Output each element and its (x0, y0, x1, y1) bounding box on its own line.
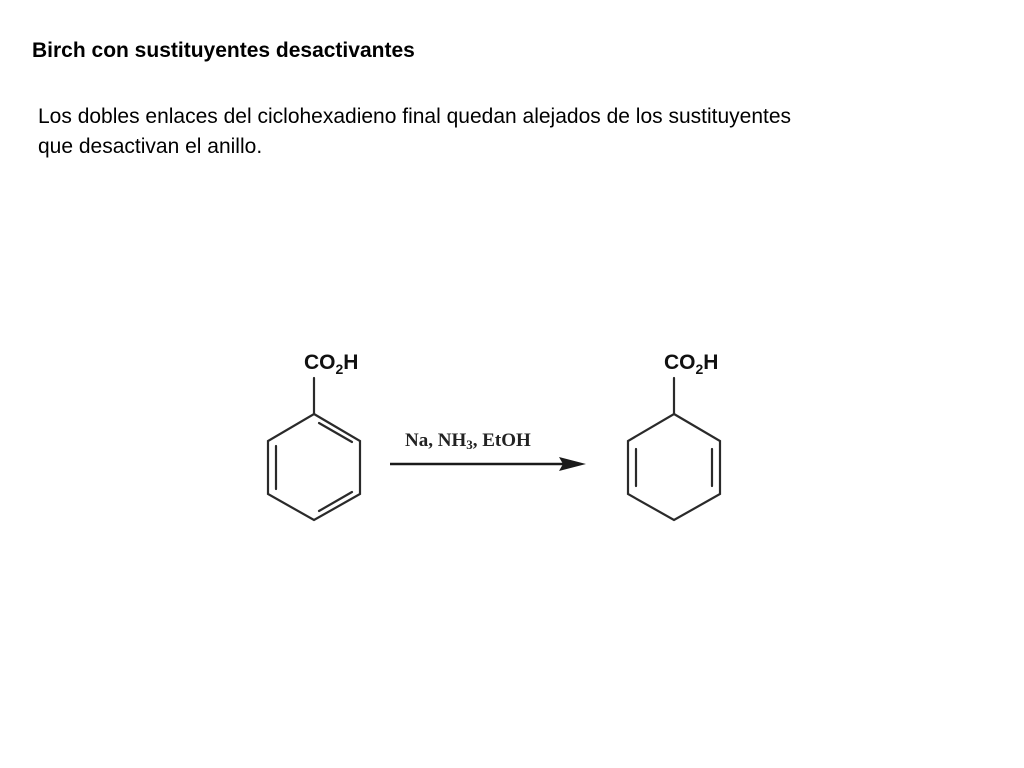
reactant-substituent-label: CO2H (304, 351, 358, 377)
product-substituent-label: CO2H (664, 351, 718, 377)
product-cyclohexadiene-ring (626, 412, 722, 522)
reactant-benzene-ring (266, 412, 362, 522)
slide-title: Birch con sustituyentes desactivantes (32, 39, 415, 62)
body-line-2: que desactivan el anillo. (38, 135, 263, 158)
reaction-arrow-head (559, 457, 586, 471)
reagents-label: Na, NH3, EtOH (405, 430, 531, 452)
reaction-conditions: Na, NH3, EtOH (390, 430, 586, 471)
reactant-benzoic-acid: CO2H (266, 351, 362, 522)
slide-body-text: Los dobles enlaces del ciclohexadieno fi… (38, 102, 978, 162)
product-cyclohexadiene-acid: CO2H (626, 351, 722, 522)
reactant-inner-double-bond-1 (317, 421, 354, 444)
body-line-1: Los dobles enlaces del ciclohexadieno fi… (38, 105, 792, 128)
reactant-inner-double-bond-2 (317, 490, 354, 513)
